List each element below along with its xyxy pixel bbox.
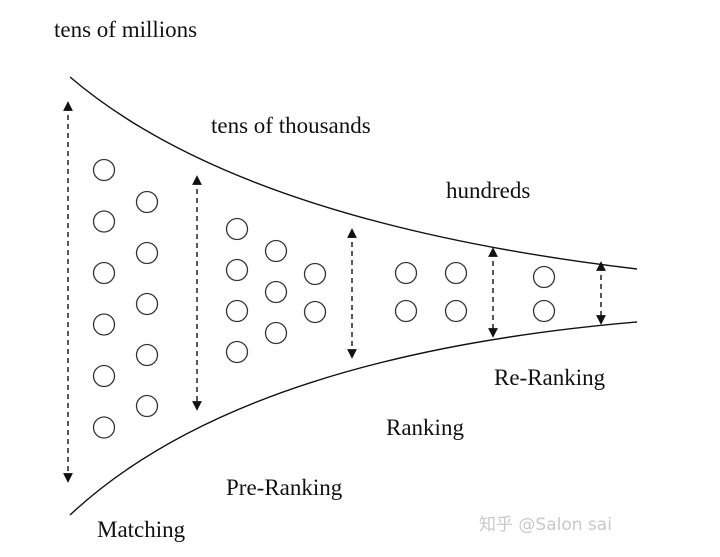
candidate-item-circle <box>92 261 116 285</box>
candidate-item-circle <box>135 241 159 265</box>
candidate-item-circle <box>92 364 116 388</box>
candidate-item-circle <box>225 340 249 364</box>
label-matching: Matching <box>97 517 186 542</box>
funnel-bottom-curve <box>69 321 638 516</box>
label-re-ranking: Re-Ranking <box>494 365 606 390</box>
candidate-item-circle <box>303 300 327 324</box>
width-arrows <box>63 101 606 483</box>
label-ranking: Ranking <box>386 415 464 440</box>
candidate-item-circle <box>264 239 288 263</box>
watermark: 知乎 @Salon sai <box>479 515 612 535</box>
candidate-item-circle <box>225 258 249 282</box>
candidate-item-circle <box>264 321 288 345</box>
label-tens-of-thousands: tens of thousands <box>211 113 371 138</box>
candidate-item-circle <box>135 190 159 214</box>
candidate-item-circle <box>92 313 116 336</box>
label-hundreds: hundreds <box>446 178 530 203</box>
candidate-item-circle <box>394 299 418 323</box>
candidate-item-circle <box>92 416 116 439</box>
candidate-item-circle <box>135 394 159 418</box>
label-tens-of-millions: tens of millions <box>54 17 197 42</box>
candidate-item-circle <box>444 261 468 285</box>
funnel-top-curve <box>69 76 638 270</box>
candidate-item-circle <box>264 280 288 304</box>
candidate-item-circle <box>444 299 468 323</box>
candidate-circles <box>92 158 556 439</box>
candidate-item-circle <box>135 343 159 367</box>
candidate-item-circle <box>532 265 556 289</box>
candidate-item-circle <box>225 299 249 323</box>
candidate-item-circle <box>92 210 116 233</box>
candidate-item-circle <box>92 158 116 182</box>
label-pre-ranking: Pre-Ranking <box>226 475 343 500</box>
candidate-item-circle <box>135 292 159 316</box>
candidate-item-circle <box>532 299 556 323</box>
candidate-item-circle <box>303 262 327 286</box>
candidate-item-circle <box>394 261 418 285</box>
candidate-item-circle <box>225 217 249 241</box>
